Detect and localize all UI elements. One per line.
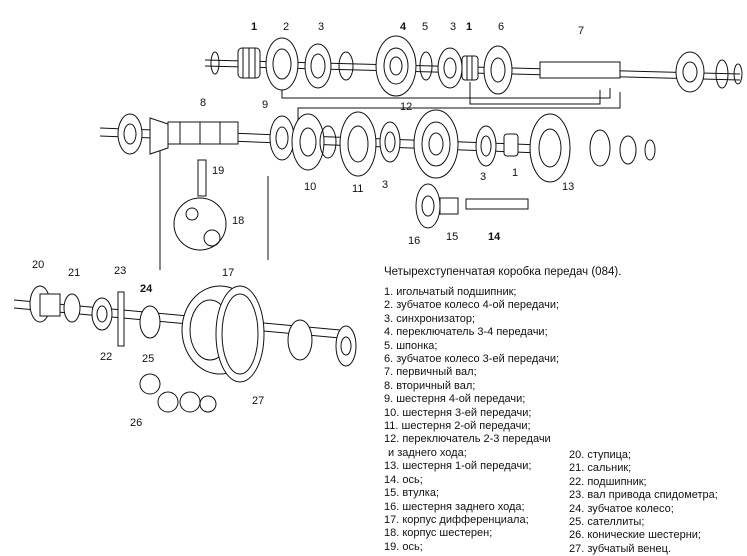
legend-item: 6. зубчатое колесо 3-ей передачи; <box>384 353 560 366</box>
callout-23: 23 <box>114 265 126 277</box>
secondary-shaft-assembly <box>99 109 656 183</box>
callout-10: 10 <box>304 181 316 193</box>
assembly-guide-lines <box>159 82 621 270</box>
callout-15: 15 <box>446 231 458 243</box>
legend-item: 15. втулка; <box>384 487 440 500</box>
callout-26: 26 <box>130 417 142 429</box>
legend-item: 1. игольчатый подшипник; <box>384 286 517 298</box>
callout-19: 19 <box>212 165 224 177</box>
callout-27: 27 <box>252 395 264 407</box>
legend-item: 8. вторичный вал; <box>384 379 476 392</box>
legend-item: и заднего хода; <box>388 446 467 459</box>
callout-12: 12 <box>400 101 412 113</box>
primary-shaft-assembly <box>204 35 743 97</box>
diagram-title: Четырехступенчатая коробка передач (084)… <box>384 266 622 278</box>
legend-item: 11. шестерня 2-ой передачи; <box>384 420 531 433</box>
axis-and-gear-housing <box>173 159 227 251</box>
callout-24: 24 <box>140 283 153 295</box>
legend-item: 22. подшипник; <box>569 475 647 488</box>
callout-1: 1 <box>251 21 257 33</box>
legend-item: 4. переключатель 3-4 передачи; <box>384 326 548 339</box>
legend-item: 10. шестерня 3-ей передачи; <box>384 406 532 419</box>
legend-item: 12. переключатель 2-3 передачи <box>384 433 551 446</box>
legend-item: 23. вал привода спидометра; <box>569 489 718 502</box>
callout-13: 13 <box>562 181 574 193</box>
legend-item: 3. синхронизатор; <box>384 312 476 325</box>
callout-3d: 3 <box>480 171 486 183</box>
callout-20: 20 <box>32 259 44 271</box>
legend-item: 7. первичный вал; <box>384 366 477 379</box>
callout-21: 21 <box>68 267 80 279</box>
callout-16: 16 <box>408 235 420 247</box>
legend-item: 25. сателлиты; <box>569 516 645 529</box>
legend-item: 20. ступица; <box>569 449 632 461</box>
legend-item: 19. ось; <box>384 540 423 553</box>
callout-6: 6 <box>498 21 504 33</box>
callout-11: 11 <box>352 183 363 195</box>
legend-item: 18. корпус шестерен; <box>384 527 493 540</box>
callout-3b: 3 <box>450 21 456 33</box>
legend-right-column: 20. ступица;21. сальник;22. подшипник;23… <box>569 449 747 556</box>
callout-3c: 3 <box>382 179 388 191</box>
callout-22: 22 <box>100 351 112 363</box>
differential-assembly <box>13 285 357 413</box>
legend-item: 2. зубчатое колесо 4-ой передачи; <box>384 299 560 312</box>
callout-9: 9 <box>262 99 268 111</box>
reverse-gear-group <box>415 183 529 229</box>
callout-25: 25 <box>142 353 154 365</box>
callout-3: 3 <box>318 21 324 33</box>
legend-item: 27. зубчатый венец. <box>569 542 671 555</box>
legend-item: 14. ось; <box>384 473 423 486</box>
callout-1c: 1 <box>512 167 518 179</box>
legend-left-column: 1. игольчатый подшипник;2. зубчатое коле… <box>384 286 584 554</box>
legend-item: 9. шестерня 4-ой передачи; <box>384 393 526 406</box>
legend-item: 16. шестерня заднего хода; <box>384 500 525 513</box>
legend-item: 26. конические шестерни; <box>569 529 701 542</box>
callout-14: 14 <box>488 231 501 243</box>
callout-4: 4 <box>400 21 407 33</box>
callout-1b: 1 <box>466 21 472 33</box>
callout-8: 8 <box>200 97 206 109</box>
callout-18: 18 <box>232 215 244 227</box>
legend-item: 13. шестерня 1-ой передачи; <box>384 460 532 473</box>
callout-17: 17 <box>222 267 234 279</box>
legend-item: 17. корпус дифференциала; <box>384 513 529 526</box>
callout-labels: 1 2 3 4 5 3 6 7 8 9 12 1 10 11 3 3 1 13 … <box>32 21 584 429</box>
legend-item: 21. сальник; <box>569 462 632 475</box>
callout-2: 2 <box>283 21 289 33</box>
callout-5: 5 <box>422 21 428 33</box>
legend-item: 5. шпонка; <box>384 339 438 352</box>
callout-7: 7 <box>578 25 584 37</box>
legend-item: 24. зубчатое колесо; <box>569 502 674 515</box>
